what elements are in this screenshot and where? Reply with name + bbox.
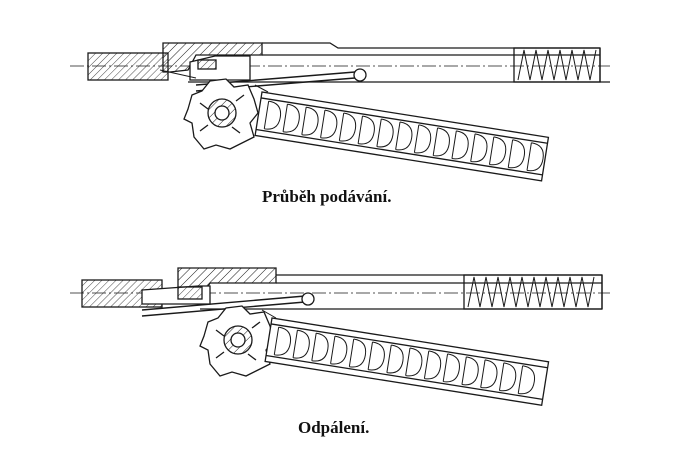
cartridge bbox=[526, 142, 544, 172]
cartridge bbox=[405, 347, 423, 377]
cartridge bbox=[357, 115, 375, 145]
diagram-firing bbox=[70, 267, 610, 407]
receiver-outline bbox=[262, 42, 600, 49]
cartridge bbox=[395, 121, 413, 151]
cartridge bbox=[498, 362, 517, 392]
spring-housing bbox=[513, 47, 601, 83]
cartridge bbox=[376, 118, 394, 148]
cartridge bbox=[330, 335, 348, 365]
cartridge bbox=[517, 365, 536, 395]
feed-rotor bbox=[199, 305, 275, 377]
cartridge bbox=[367, 341, 385, 371]
cartridge bbox=[311, 332, 329, 362]
cartridge bbox=[320, 109, 338, 139]
cartridge bbox=[386, 344, 404, 374]
rod-pivot bbox=[301, 292, 315, 306]
cartridge bbox=[451, 130, 469, 160]
caption-text: Průběh podávání bbox=[262, 187, 388, 206]
recoil-spring bbox=[467, 276, 595, 308]
diagram-feeding bbox=[70, 42, 610, 182]
cartridge bbox=[423, 350, 442, 380]
operating-rod bbox=[141, 295, 306, 311]
cartridge bbox=[338, 112, 357, 142]
cartridge bbox=[461, 356, 479, 386]
cartridge bbox=[273, 326, 292, 356]
cartridge bbox=[470, 133, 488, 163]
cartridge bbox=[348, 338, 367, 368]
recoil-spring bbox=[517, 49, 597, 81]
magazine bbox=[264, 317, 550, 407]
barrel bbox=[87, 52, 169, 81]
cartridge bbox=[292, 329, 310, 359]
spring-housing bbox=[463, 274, 603, 310]
caption-text: Odpálení bbox=[298, 418, 366, 437]
magazine bbox=[254, 91, 550, 182]
cartridge bbox=[507, 139, 526, 169]
cartridge bbox=[263, 100, 282, 130]
cartridge bbox=[413, 124, 432, 154]
cartridge bbox=[488, 136, 507, 166]
feed-rotor bbox=[183, 78, 259, 150]
rod-pivot bbox=[353, 68, 367, 82]
caption-firing: Odpálení. bbox=[298, 418, 370, 437]
cartridge bbox=[432, 127, 450, 157]
cartridge bbox=[282, 103, 300, 133]
cartridge bbox=[301, 106, 319, 136]
cartridge bbox=[442, 353, 460, 383]
cartridge bbox=[480, 359, 498, 389]
caption-feeding: Průběh podávání. bbox=[262, 187, 392, 206]
